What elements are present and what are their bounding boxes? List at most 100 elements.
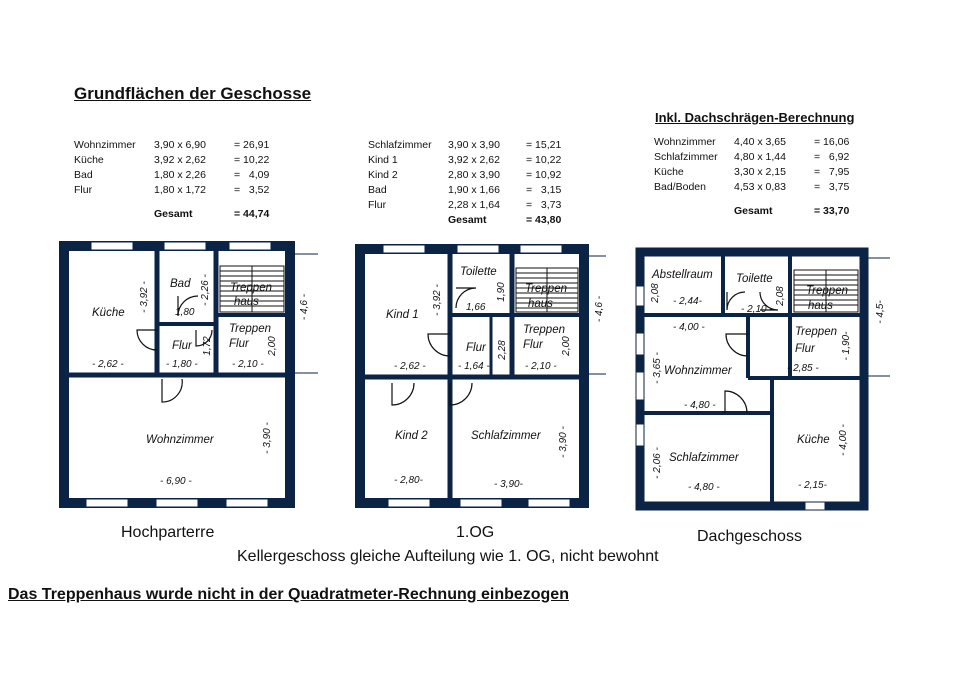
window [635,285,645,307]
room-label-flur: Flur [466,342,487,354]
room-area: = 15,21 [526,139,562,151]
dimension-label: - 3,90 - [262,421,273,453]
room-label-kind1: Kind 1 [386,309,419,321]
room-area: = 10,92 [526,169,562,181]
room-dims: 2,28 x 1,64 [448,199,500,211]
dimension-label: - 3,92 - [139,280,150,312]
room-label-toilette: Toilette [736,273,773,285]
room-label-wohnzimmer: Wohnzimmer [146,434,215,446]
window [519,244,563,254]
page-title: Grundflächen der Geschosse [74,84,312,103]
dimension-label: - 4,5- [875,300,886,324]
room-name: Kind 1 [368,154,398,166]
room-label-kind2: Kind 2 [395,430,428,442]
total-value: = 33,70 [814,205,850,217]
room-label-treppenhaus: Treppen [230,282,272,294]
room-area: = 6,92 [814,151,850,163]
window [382,244,426,254]
room-label-schlafzimmer: Schlafzimmer [471,430,542,442]
room-area: = 4,09 [234,169,270,181]
room-dims: 2,80 x 3,90 [448,169,500,181]
dimension-label: 1,90 [496,282,507,302]
dimension-label: - 4,6 - [594,295,605,322]
room-dims: 3,90 x 6,90 [154,139,206,151]
room-label-treppenflur: Treppen [795,326,837,338]
room-area: = 3,73 [526,199,562,211]
dimension-label: 1,66 [466,302,486,313]
room-dims: 3,92 x 2,62 [154,154,206,166]
room-dims: 1,90 x 1,66 [448,184,500,196]
room-name: Bad/Boden [654,181,706,193]
total-row: Gesamt= 43,80 [368,213,578,228]
staircase [515,267,579,313]
dimension-label: - 2,85 - [787,363,819,374]
dimension-label: 2,28 [497,340,508,361]
room-name: Küche [654,166,684,178]
dimension-label: - 3,65 - [652,351,663,383]
room-dims: 4,53 x 0,83 [734,181,786,193]
room-label-toilette: Toilette [460,266,497,278]
table-row: Wohnzimmer 4,40 x 3,65 = 16,06 [654,135,864,150]
window [635,423,645,447]
window [456,244,500,254]
staircase [219,265,285,313]
dimension-label: 2,00 [267,336,278,357]
area-table-dach: Wohnzimmer 4,40 x 3,65 = 16,06 Schlafzimme… [654,135,864,219]
dimension-label: - 1,80 - [166,359,198,370]
dimension-label: - 2,10 - [232,359,264,370]
room-name: Flur [368,199,387,211]
dimension-label: 2,00 [561,336,572,357]
window [387,498,431,508]
dimension-label: - 2,44- [673,296,703,307]
room-label-treppenflur: Treppen [229,323,271,335]
table-row: Flur 2,28 x 1,64 = 3,73 [368,198,578,213]
room-name: Wohnzimmer [654,136,716,148]
dimension-label: - 1,90- [841,331,852,361]
total-row: Gesamt= 44,74 [74,207,304,222]
room-area: = 10,22 [526,154,562,166]
dimension-label: - 4,80 - [688,482,720,493]
room-label-flur: Flur [172,340,193,352]
window [527,498,571,508]
door-swings [724,291,779,414]
room-label-treppenhaus: haus [528,298,553,310]
total-label: Gesamt [154,208,193,220]
dimension-label: - 6,90 - [160,476,192,487]
dimension-label: - 2,80- [394,475,424,486]
dimension-label: - 1,64 - [458,361,490,372]
dimension-label: 2,08 [650,283,661,304]
room-name: Wohnzimmer [74,139,136,151]
dimension-label: - 4,80 - [684,400,716,411]
dimension-label: - 3,90- [494,479,524,490]
room-dims: 3,30 x 2,15 [734,166,786,178]
room-label-bad: Bad [170,278,191,290]
staircase [793,269,859,313]
window [155,498,199,508]
dimension-label: - 2,15- [798,480,828,491]
room-name: Bad [74,169,93,181]
room-dims: 4,40 x 3,65 [734,136,786,148]
room-area: = 16,06 [814,136,850,148]
dimension-label: - 3,92 - [432,283,443,315]
room-label-abstellraum: Abstellraum [651,269,713,281]
dimension-label: - 2,62 - [394,361,426,372]
room-area: = 3,52 [234,184,270,196]
room-label-kueche: Küche [92,307,125,319]
room-label-treppenhaus: Treppen [806,285,848,297]
dimension-label: - 2,06 - [652,446,663,478]
room-label-treppenhaus: haus [808,300,833,312]
room-area: = 3,15 [526,184,562,196]
window [225,498,269,508]
dimension-label: - 2,62 - [92,359,124,370]
dimension-label: - 2,10 - [741,304,773,315]
